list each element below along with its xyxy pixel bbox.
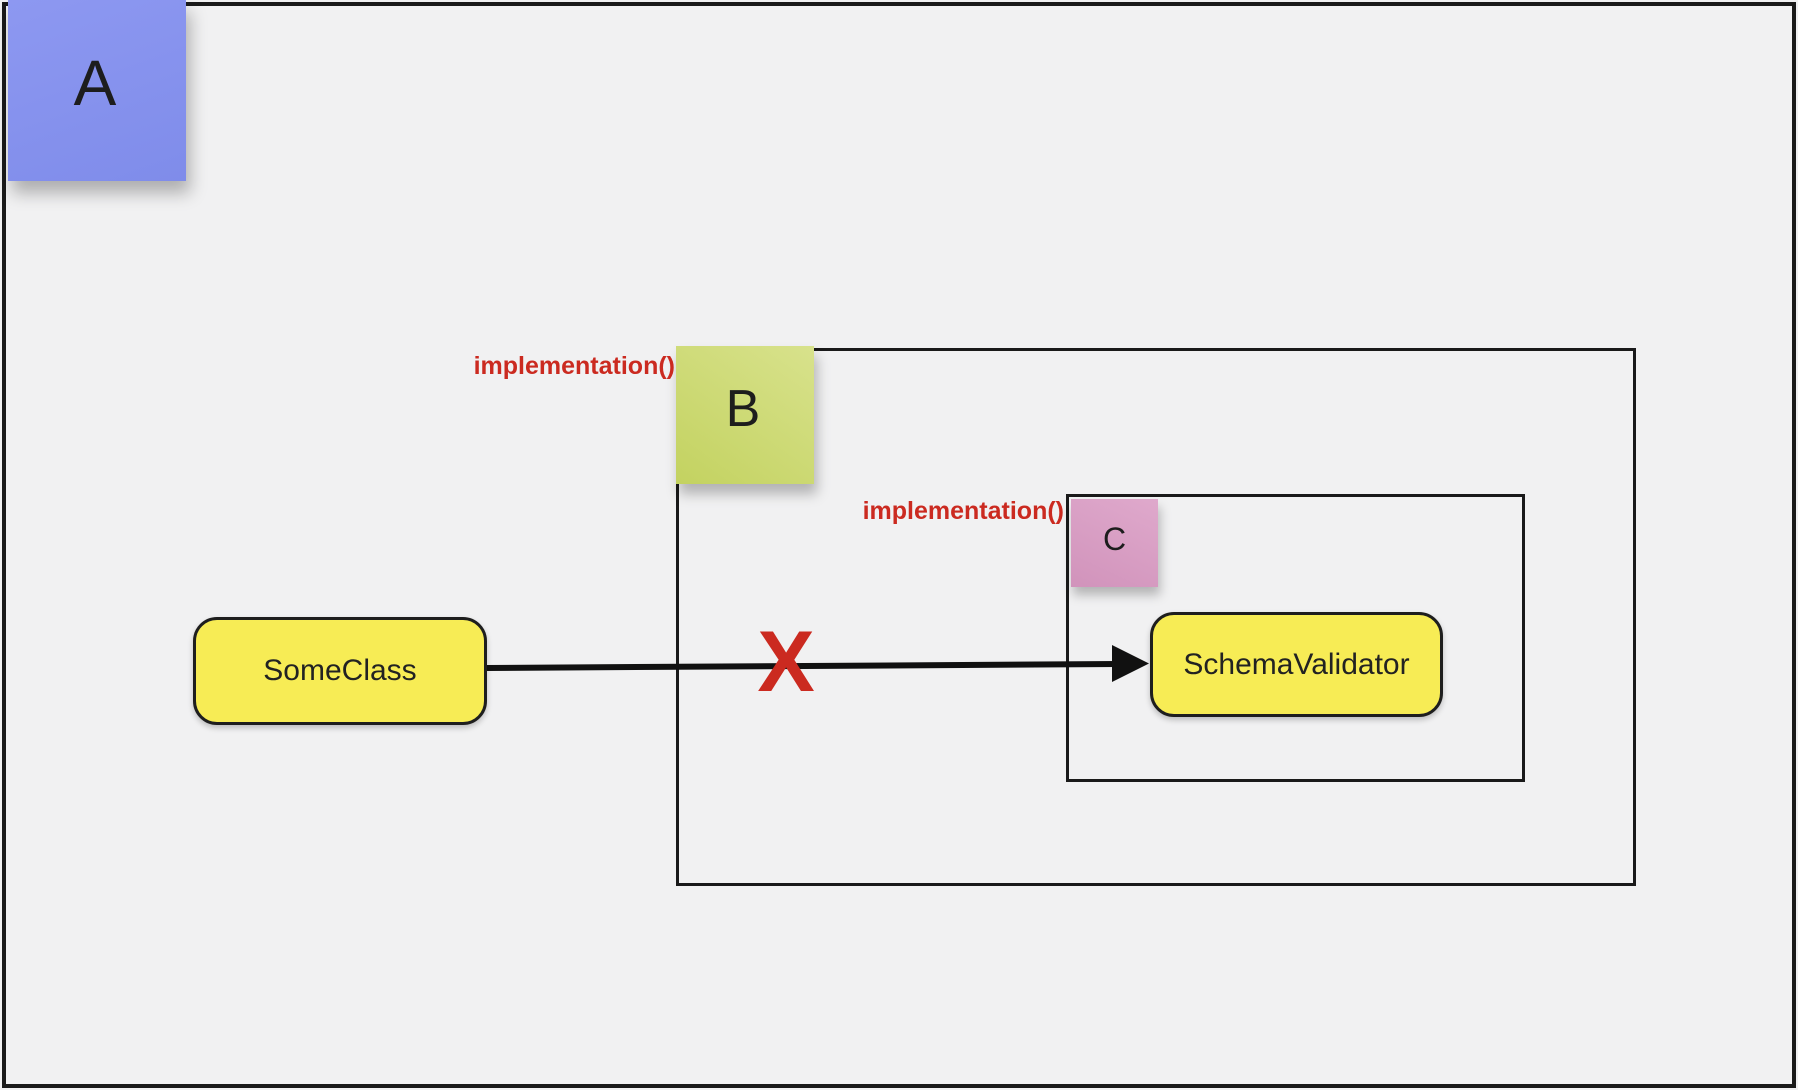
implementation-label-frame-b[interactable]: implementation() — [473, 352, 675, 380]
class-node-schemavalidator[interactable]: SchemaValidator — [1150, 612, 1443, 717]
sticky-note-b[interactable]: B — [676, 346, 814, 484]
class-node-someclass-label: SomeClass — [263, 654, 417, 687]
implementation-label-frame-c[interactable]: implementation() — [862, 497, 1064, 525]
frame-c[interactable] — [1066, 494, 1525, 782]
class-node-schemavalidator-label: SchemaValidator — [1183, 647, 1410, 681]
frame-b[interactable] — [676, 348, 1636, 886]
sticky-note-a-label: A — [73, 46, 117, 119]
sticky-note-a[interactable]: A — [8, 0, 186, 181]
class-node-someclass[interactable]: SomeClass — [193, 617, 487, 725]
blocked-x-marker[interactable]: X — [757, 614, 815, 710]
sticky-note-b-label: B — [725, 380, 761, 438]
sticky-note-c-label: C — [1102, 520, 1127, 557]
sticky-note-c[interactable]: C — [1071, 499, 1158, 587]
